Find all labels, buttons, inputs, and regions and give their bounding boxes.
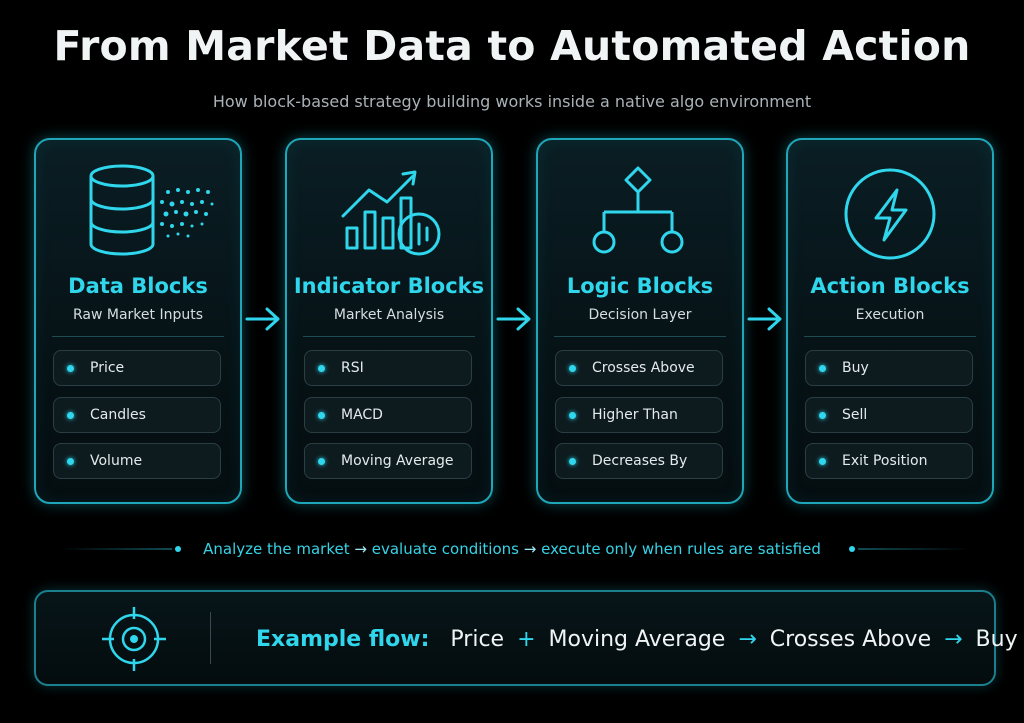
block-item-label: Price [90, 360, 125, 376]
block-item-label: Candles [90, 407, 146, 423]
block-item-higher-than[interactable]: Higher Than [555, 397, 723, 433]
example-arrow: → [738, 627, 757, 652]
example-plus: + [517, 627, 536, 652]
bullet-dot [819, 364, 826, 372]
flow-step: evaluate conditions [371, 540, 519, 558]
card-subtitle: Decision Layer [588, 307, 692, 323]
card-divider [804, 336, 976, 337]
flow-arrow: → [523, 540, 537, 558]
block-item-label: Buy [842, 360, 869, 376]
block-item-price[interactable]: Price [53, 350, 221, 386]
flow-arrow: → [354, 540, 367, 558]
card-indicator-blocks: Indicator Blocks Market Analysis RSI MAC… [285, 138, 493, 504]
flow-line-decoration [60, 546, 970, 552]
example-arrow: → [944, 627, 963, 652]
page-title: From Market Data to Automated Action [53, 22, 971, 70]
block-item-candles[interactable]: Candles [53, 397, 221, 433]
block-item-crosses-above[interactable]: Crosses Above [555, 350, 723, 386]
bullet-dot [819, 411, 826, 419]
block-item-exit-position[interactable]: Exit Position [805, 443, 973, 479]
bullet-dot [819, 457, 826, 465]
bullet-dot [318, 411, 325, 419]
block-item-decreases-by[interactable]: Decreases By [555, 443, 723, 479]
card-divider [303, 336, 475, 337]
bullet-dot [569, 364, 576, 372]
database-icon [89, 164, 214, 256]
card-title: Indicator Blocks [293, 274, 485, 298]
decision-tree-icon [592, 166, 684, 254]
block-item-label: Exit Position [842, 453, 928, 469]
block-item-moving-average[interactable]: Moving Average [304, 443, 472, 479]
bullet-dot [318, 364, 325, 372]
card-title: Data Blocks [68, 274, 208, 298]
bullet-dot [67, 457, 74, 465]
card-divider [52, 336, 224, 337]
bullet-dot [569, 457, 576, 465]
block-item-label: Volume [90, 453, 143, 469]
block-item-macd[interactable]: MACD [304, 397, 472, 433]
bullet-dot [67, 364, 74, 372]
block-item-label: RSI [341, 360, 364, 376]
block-item-rsi[interactable]: RSI [304, 350, 472, 386]
card-data-blocks: Data Blocks Raw Market Inputs Price Cand… [34, 138, 242, 504]
block-item-label: MACD [341, 407, 383, 423]
arrow-right-icon [496, 307, 531, 331]
bullet-dot [569, 411, 576, 419]
arrow-right-icon [747, 307, 782, 331]
block-item-label: Higher Than [592, 407, 678, 423]
example-label: Example flow: [256, 627, 430, 652]
card-logic-blocks: Logic Blocks Decision Layer Crosses Abov… [536, 138, 744, 504]
card-action-blocks: Action Blocks Execution Buy Sell Exit Po… [786, 138, 994, 504]
block-item-label: Crosses Above [592, 360, 695, 376]
bullet-dot [318, 457, 325, 465]
example-term: Moving Average [548, 627, 726, 652]
example-flow-panel: Example flow: Price + Moving Average → C… [34, 590, 1018, 686]
card-divider [554, 336, 726, 337]
example-divider [210, 612, 211, 664]
example-term: Price [450, 627, 505, 652]
block-item-label: Moving Average [341, 453, 454, 469]
flow-step: Analyze the market [203, 540, 350, 558]
card-title: Action Blocks [810, 274, 970, 298]
example-term: Crosses Above [769, 627, 932, 652]
card-subtitle: Market Analysis [333, 307, 445, 323]
arrow-right-icon [245, 307, 280, 331]
bar-chart-trend-icon [341, 170, 441, 256]
card-subtitle: Execution [855, 307, 925, 323]
block-item-volume[interactable]: Volume [53, 443, 221, 479]
block-item-label: Sell [842, 407, 868, 423]
lightning-bolt-icon [844, 168, 936, 260]
block-item-sell[interactable]: Sell [805, 397, 973, 433]
flow-caption: Analyze the market → evaluate conditions… [0, 538, 1024, 560]
page-subtitle: How block-based strategy building works … [212, 92, 812, 111]
card-title: Logic Blocks [566, 274, 714, 298]
block-item-buy[interactable]: Buy [805, 350, 973, 386]
flow-step: execute only when rules are satisfied [541, 540, 821, 558]
example-term: Buy [975, 627, 1018, 652]
card-subtitle: Raw Market Inputs [72, 307, 204, 323]
block-item-label: Decreases By [592, 453, 688, 469]
bullet-dot [67, 411, 74, 419]
target-icon [102, 607, 166, 671]
example-flow-text: Example flow: Price + Moving Average → C… [256, 620, 1018, 660]
